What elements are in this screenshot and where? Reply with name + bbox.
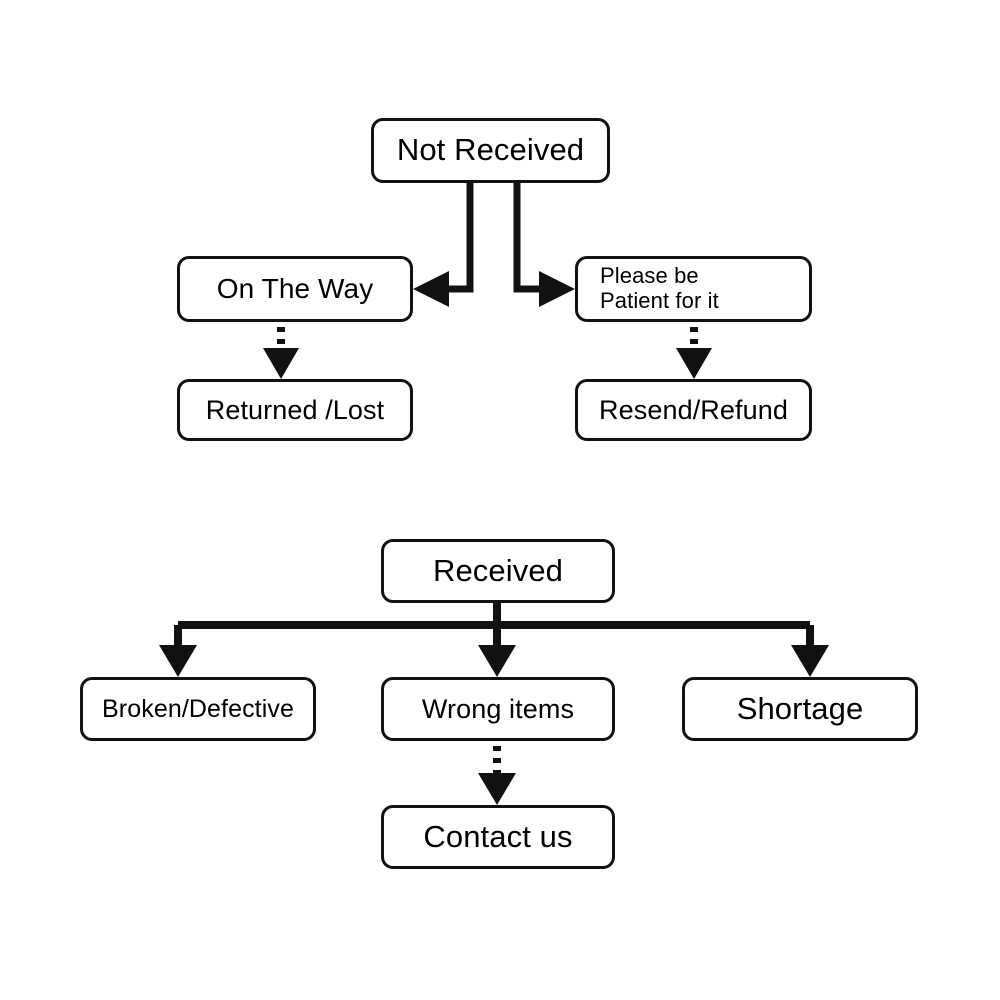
edge-received-to-children-bus (178, 603, 810, 629)
node-wrong-items-label: Wrong items (421, 693, 575, 724)
edge-please-be-patient-to-resend-refund (676, 327, 712, 379)
node-returned-lost-label: Returned /Lost (205, 394, 385, 425)
edge-received-to-wrong-items (478, 625, 516, 677)
node-resend-refund[interactable]: Resend/Refund (575, 379, 812, 441)
edge-not-received-to-on-the-way (413, 183, 474, 307)
edge-received-to-shortage (791, 625, 829, 677)
node-returned-lost[interactable]: Returned /Lost (177, 379, 413, 441)
node-not-received-label: Not Received (396, 132, 585, 168)
edge-on-the-way-to-returned-lost (263, 327, 299, 379)
node-not-received[interactable]: Not Received (371, 118, 610, 183)
node-please-be-patient-label: Please be Patient for it (600, 263, 719, 313)
node-shortage[interactable]: Shortage (682, 677, 918, 741)
node-contact-us[interactable]: Contact us (381, 805, 615, 869)
node-please-be-patient[interactable]: Please be Patient for it (575, 256, 812, 322)
node-on-the-way[interactable]: On The Way (177, 256, 413, 322)
node-on-the-way-label: On The Way (216, 273, 374, 305)
node-broken-defective[interactable]: Broken/Defective (80, 677, 316, 741)
node-received[interactable]: Received (381, 539, 615, 603)
node-received-label: Received (432, 552, 564, 588)
edge-wrong-items-to-contact-us (478, 746, 516, 805)
node-shortage-label: Shortage (736, 690, 864, 726)
edge-received-to-broken-defective (159, 625, 197, 677)
node-broken-defective-label: Broken/Defective (102, 695, 294, 723)
node-contact-us-label: Contact us (423, 818, 573, 854)
node-wrong-items[interactable]: Wrong items (381, 677, 615, 741)
edge-not-received-to-please-be-patient (513, 183, 575, 307)
node-resend-refund-label: Resend/Refund (599, 394, 788, 425)
